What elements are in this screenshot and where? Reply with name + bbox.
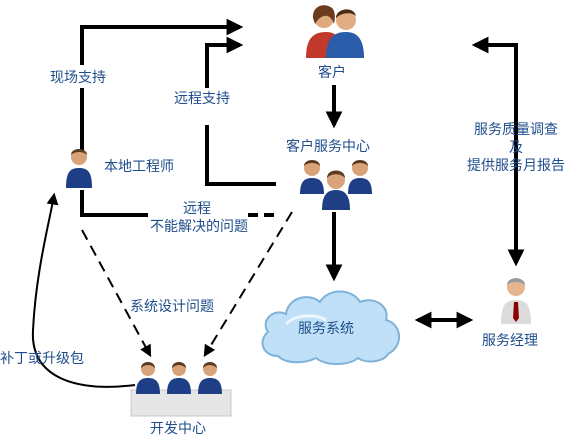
manager-icon (501, 278, 531, 324)
engineer-escalation-line (80, 190, 148, 217)
customer-icon (306, 5, 364, 58)
center-to-dev-dashed-arrow (203, 211, 293, 358)
onsite-support-arrow (80, 18, 244, 65)
quality-survey-line1: 服务质量调查 (474, 122, 558, 138)
cloud-icon (261, 290, 400, 365)
remote-unsolved-line1: 远程 (183, 201, 211, 217)
patch-upgrade-arrow (31, 192, 136, 388)
engineer-to-dev-dashed-arrow (81, 229, 152, 358)
remote-support-arrow (205, 125, 276, 186)
local-engineer-label: 本地工程师 (104, 159, 174, 175)
patch-upgrade-label: 补丁或升级包 (0, 351, 84, 367)
dev-team-icon (130, 362, 232, 417)
service-center-label: 客户服务中心 (286, 139, 370, 155)
team-icon (300, 160, 372, 210)
service-system-label: 服务系统 (298, 321, 354, 337)
system-design-issue-label: 系统设计问题 (130, 299, 214, 315)
person-icon (66, 149, 92, 188)
quality-survey-label: 服务质量调查 及 提供服务月报告 (456, 121, 571, 175)
service-manager-label: 服务经理 (482, 333, 538, 349)
remote-support-arrow-top (205, 36, 244, 88)
dev-center-label: 开发中心 (150, 421, 206, 437)
customer-label: 客户 (318, 65, 346, 81)
remote-support-label: 远程支持 (174, 91, 230, 107)
quality-survey-line2: 及 (509, 140, 523, 156)
remote-unsolved-line2: 不能解决的问题 (150, 219, 248, 235)
quality-survey-arrow (471, 36, 525, 267)
remote-unsolved-label: 远程 不能解决的问题 (150, 200, 248, 236)
quality-survey-line3: 提供服务月报告 (467, 158, 565, 174)
onsite-support-label: 现场支持 (50, 70, 106, 86)
